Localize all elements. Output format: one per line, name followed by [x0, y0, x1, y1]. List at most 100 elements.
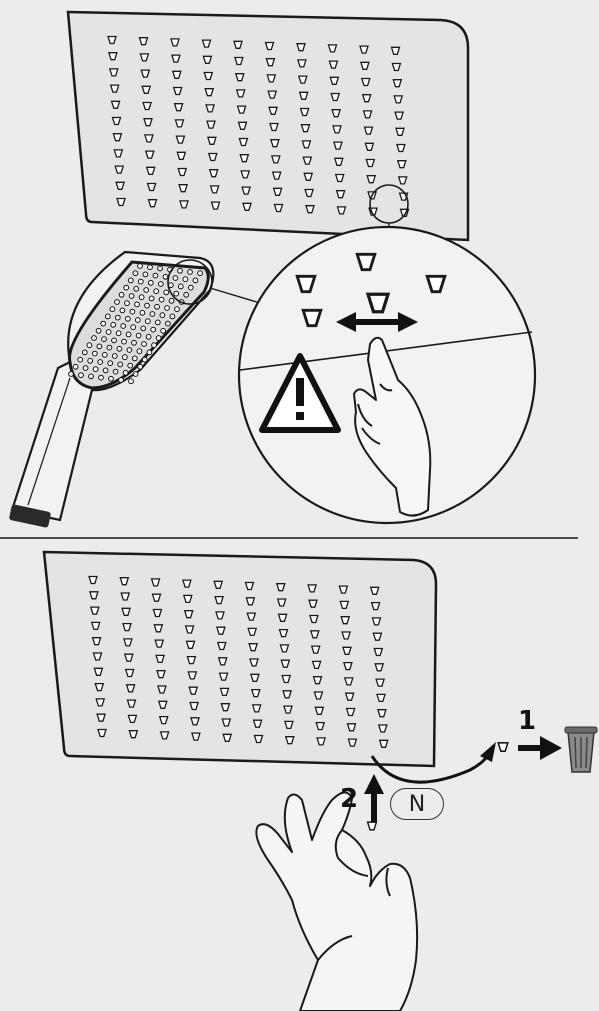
nozzle: [239, 139, 247, 146]
hand-shower-hole: [132, 356, 137, 361]
hand-shower-hole: [140, 310, 145, 315]
nozzle: [221, 704, 229, 711]
hand-shower-hole: [183, 277, 188, 282]
nozzle: [315, 707, 323, 714]
nozzle: [124, 639, 132, 646]
nozzle: [393, 80, 401, 87]
nozzle: [268, 91, 276, 98]
nozzle: [298, 60, 306, 67]
hand-shower-hole: [129, 379, 134, 384]
nozzle: [128, 700, 136, 707]
hand-shower-hole: [141, 326, 146, 331]
nozzle: [220, 673, 228, 680]
nozzle: [98, 730, 106, 737]
hand-shower-hole: [83, 366, 88, 371]
nozzle: [249, 644, 257, 651]
hand-shower-hole: [69, 372, 74, 377]
nozzle: [280, 645, 288, 652]
hand-shower-hole: [115, 315, 120, 320]
hand-shower-hole: [145, 319, 150, 324]
hand-shower-hole: [139, 295, 144, 300]
nozzle: [368, 294, 388, 312]
nozzle: [348, 739, 356, 746]
nozzle: [255, 736, 263, 743]
nozzle: [309, 600, 317, 607]
nozzle: [343, 647, 351, 654]
hand-shower-hole: [98, 360, 103, 365]
nozzle: [374, 649, 382, 656]
nozzle: [498, 743, 508, 751]
nozzle: [155, 640, 163, 647]
nozzle: [236, 74, 244, 81]
nozzle: [143, 103, 151, 110]
nozzle: [113, 118, 121, 125]
nozzle: [112, 101, 120, 108]
nozzle: [160, 717, 168, 724]
nozzle: [266, 43, 274, 50]
nozzle: [93, 638, 101, 645]
nozzle: [301, 109, 309, 116]
nozzle: [300, 92, 308, 99]
hand-shower-hole: [145, 303, 150, 308]
nozzle: [126, 670, 134, 677]
nozzle: [122, 608, 130, 615]
hand-shower-hole: [128, 278, 133, 283]
nozzle: [234, 41, 242, 48]
nozzle: [283, 691, 291, 698]
nozzle: [180, 201, 188, 208]
hand-shower-hole: [165, 306, 170, 311]
hand-shower-hole: [115, 300, 120, 305]
nozzle: [303, 310, 321, 325]
nozzle: [184, 595, 192, 602]
nozzle: [378, 710, 386, 717]
nozzle: [141, 70, 149, 77]
nozzle: [185, 611, 193, 618]
nozzle: [175, 104, 183, 111]
hand-shower-hole: [125, 301, 130, 306]
nozzle: [368, 822, 377, 830]
nozzle: [281, 660, 289, 667]
nozzle: [127, 685, 135, 692]
hand-shower-hole: [82, 350, 87, 355]
nozzle: [208, 137, 216, 144]
hand-shower-hole: [109, 376, 114, 381]
hand-shower-hole: [122, 355, 127, 360]
hand-shower-hole: [123, 370, 128, 375]
hand-shower-hole: [127, 348, 132, 353]
nozzle: [243, 203, 251, 210]
nozzle: [94, 668, 102, 675]
nozzle: [191, 718, 199, 725]
hand-shower-hole: [142, 357, 147, 362]
hand-shower: [9, 252, 270, 528]
hand-shower-hole: [144, 288, 149, 293]
nozzle: [235, 58, 243, 65]
nozzle: [91, 607, 99, 614]
nozzle: [371, 587, 379, 594]
hand-shower-hole: [143, 272, 148, 277]
nozzle: [364, 111, 372, 118]
hand-shower-hole: [93, 367, 98, 372]
nozzle: [211, 186, 219, 193]
detail-zoom-circle: [239, 227, 535, 523]
nozzle: [397, 145, 405, 152]
nozzle: [159, 701, 167, 708]
nozzle: [158, 686, 166, 693]
nozzle: [332, 110, 340, 117]
nozzle: [108, 37, 116, 44]
nozzle: [286, 737, 294, 744]
nozzle: [272, 156, 280, 163]
hand-shower-hole: [138, 364, 143, 369]
nozzle: [333, 126, 341, 133]
nozzle: [373, 633, 381, 640]
hand-shower-hole: [188, 270, 193, 275]
nozzle: [312, 646, 320, 653]
hand-shower-hole: [132, 340, 137, 345]
nozzle: [395, 112, 403, 119]
nozzle: [209, 154, 217, 161]
nozzle: [174, 88, 182, 95]
nozzle: [277, 584, 285, 591]
hand-shower-hole: [88, 358, 93, 363]
nozzle: [330, 77, 338, 84]
nozzle: [153, 610, 161, 617]
nozzle: [110, 69, 118, 76]
